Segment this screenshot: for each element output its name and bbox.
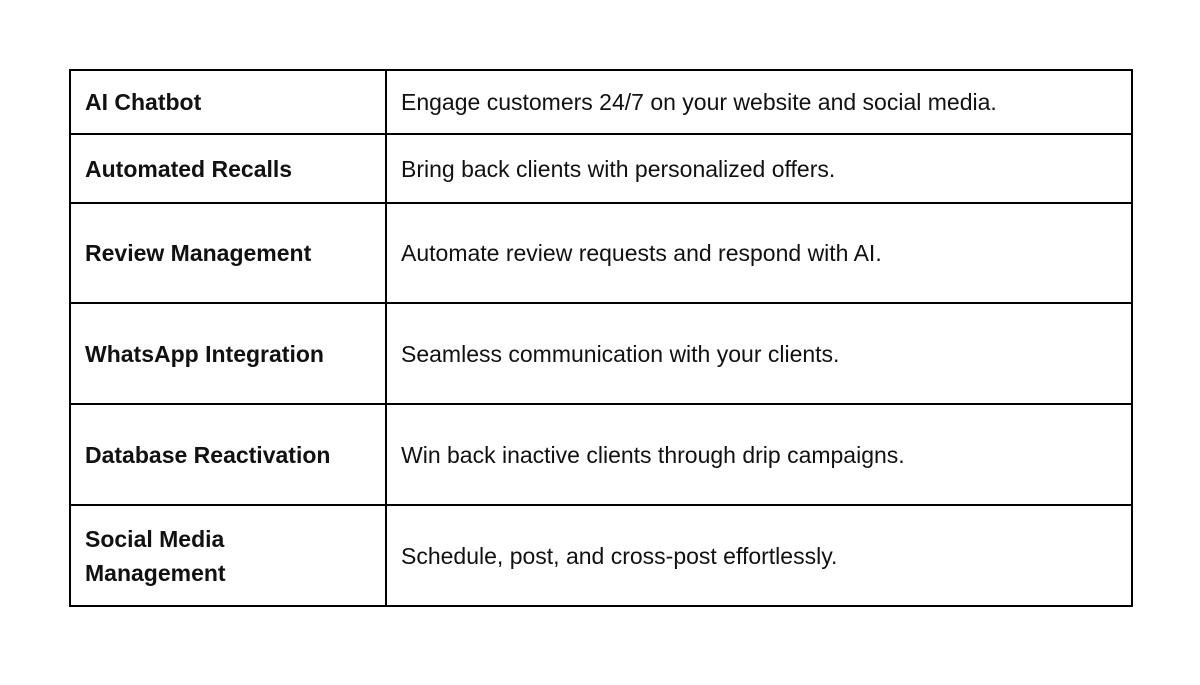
feature-name: AI Chatbot bbox=[69, 69, 387, 135]
feature-name: Automated Recalls bbox=[69, 133, 387, 204]
table-row: Automated Recalls Bring back clients wit… bbox=[69, 133, 1133, 204]
feature-name: Database Reactivation bbox=[69, 403, 387, 506]
feature-description: Win back inactive clients through drip c… bbox=[385, 403, 1133, 506]
table-row: WhatsApp Integration Seamless communicat… bbox=[69, 302, 1133, 405]
feature-description: Bring back clients with personalized off… bbox=[385, 133, 1133, 204]
feature-name: Social Media Management bbox=[69, 504, 387, 607]
feature-description: Seamless communication with your clients… bbox=[385, 302, 1133, 405]
feature-description: Schedule, post, and cross-post effortles… bbox=[385, 504, 1133, 607]
feature-name: Review Management bbox=[69, 202, 387, 304]
feature-name: WhatsApp Integration bbox=[69, 302, 387, 405]
feature-description: Automate review requests and respond wit… bbox=[385, 202, 1133, 304]
table-row: Social Media Management Schedule, post, … bbox=[69, 504, 1133, 607]
table-row: Review Management Automate review reques… bbox=[69, 202, 1133, 304]
feature-description: Engage customers 24/7 on your website an… bbox=[385, 69, 1133, 135]
table-row: AI Chatbot Engage customers 24/7 on your… bbox=[69, 69, 1133, 135]
features-table: AI Chatbot Engage customers 24/7 on your… bbox=[69, 69, 1133, 607]
table-row: Database Reactivation Win back inactive … bbox=[69, 403, 1133, 506]
